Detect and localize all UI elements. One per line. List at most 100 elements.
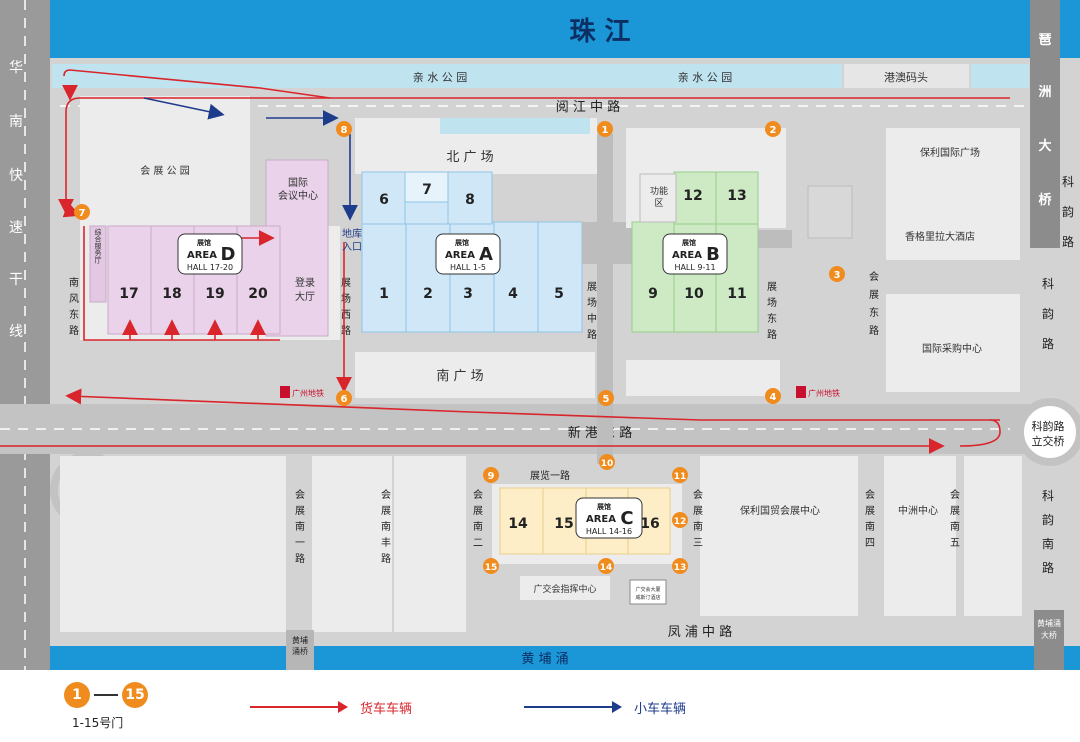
svg-text:南: 南 — [950, 520, 960, 533]
legend-gate-caption: 1-15号门 — [72, 716, 124, 730]
hall-2: 2 — [423, 286, 433, 302]
svg-text:AREA: AREA — [445, 250, 475, 261]
keyun-south-road-label: 科 韵 南 路 — [1042, 489, 1054, 575]
poly-plaza-label: 保利国际广场 — [920, 146, 980, 159]
gate-13: 13 — [672, 558, 688, 574]
hall-3: 3 — [463, 286, 473, 302]
legend-gate-start: 1 — [64, 682, 90, 708]
hall-18: 18 — [162, 286, 181, 302]
svg-text:7: 7 — [79, 208, 86, 219]
svg-text:AREA: AREA — [586, 514, 616, 525]
car-routes — [143, 97, 358, 221]
service-building-label: 综合服务厅 — [94, 228, 102, 264]
keyun-road-label: 科 韵 路 — [1042, 277, 1054, 351]
svg-text:11: 11 — [674, 472, 687, 482]
shangri-la-tower — [807, 185, 853, 239]
svg-text:展馆: 展馆 — [196, 238, 211, 247]
hall-19: 19 — [205, 286, 224, 302]
svg-text:会: 会 — [950, 488, 960, 501]
svg-text:会: 会 — [869, 270, 879, 283]
hk-macau-pier-label: 港澳码头 — [884, 71, 928, 84]
pearl-river-label: 珠 江 — [569, 17, 630, 47]
keyun-road-upper-label: 科 韵 路 — [1062, 175, 1074, 249]
svg-text:四: 四 — [865, 538, 875, 549]
gate-7: 7 — [74, 204, 90, 220]
svg-text:C: C — [620, 508, 633, 529]
hall-6: 6 — [379, 192, 389, 208]
keyun-overpass — [1016, 398, 1080, 466]
gate-10: 10 — [599, 454, 615, 470]
svg-text:科: 科 — [1042, 277, 1054, 291]
svg-text:科: 科 — [1062, 175, 1074, 189]
area-c-badge: 展馆 AREA C HALL 14-16 — [575, 497, 643, 539]
huangpuyong-bridge-west — [286, 630, 314, 670]
svg-text:东: 东 — [767, 312, 777, 325]
huizhan-south-feng-road-label: 会 展 南 丰 路 — [381, 488, 391, 565]
poly-plaza-block — [886, 128, 1020, 260]
svg-text:华: 华 — [9, 60, 23, 76]
svg-text:路: 路 — [767, 328, 777, 341]
area-a-badge: 展馆 AREA A HALL 1-5 — [435, 233, 501, 275]
huangpuyong-bridge-1-line2: 涌桥 — [292, 646, 308, 656]
legend-truck-label: 货车车辆 — [360, 702, 413, 717]
poly-world-trade-block — [700, 456, 858, 616]
nanfeng-east-road-label: 南 风 东 路 — [69, 276, 79, 337]
underground-entrance-label-1: 地库 — [342, 227, 362, 240]
legend-gate-end: 15 — [122, 682, 148, 708]
underground-entrance-label-2: 入口 — [342, 242, 362, 253]
poly-world-trade-label: 保利国贸会展中心 — [740, 504, 820, 517]
svg-text:展: 展 — [693, 505, 703, 517]
svg-text:场: 场 — [341, 292, 351, 305]
hall-10: 10 — [684, 286, 704, 302]
svg-text:B: B — [706, 244, 720, 265]
south-plaza-label: 南 广 场 — [436, 368, 483, 384]
svg-text:6: 6 — [341, 394, 348, 405]
huizhan-south-2-road-label: 会 展 南 二 — [473, 488, 483, 549]
svg-text:10: 10 — [601, 459, 614, 469]
svg-text:8: 8 — [341, 125, 348, 136]
gate-11: 11 — [672, 467, 688, 483]
svg-text:大: 大 — [1038, 138, 1051, 154]
svg-text:路: 路 — [587, 328, 597, 341]
pazhou-bridge — [1030, 0, 1060, 248]
svg-text:一: 一 — [295, 538, 305, 549]
function-zone — [639, 173, 677, 223]
svg-text:南: 南 — [473, 520, 483, 533]
gate-12: 12 — [672, 512, 688, 528]
hall-20: 20 — [248, 286, 268, 302]
svg-text:HALL 17-20: HALL 17-20 — [187, 263, 233, 272]
svg-text:丰: 丰 — [381, 536, 391, 549]
svg-text:三: 三 — [693, 538, 703, 549]
fengpu-road-label: 凤 浦 中 路 — [668, 624, 732, 640]
svg-text:AREA: AREA — [187, 250, 217, 261]
legend-truck-arrow-icon — [338, 701, 348, 713]
function-zone-label-2: 区 — [654, 198, 663, 209]
command-center-label: 广交会指挥中心 — [533, 583, 596, 595]
zhanlan-yi-road-label: 展览一路 — [530, 469, 570, 482]
svg-text:南: 南 — [295, 520, 305, 533]
svg-text:路: 路 — [1042, 560, 1054, 575]
svg-text:15: 15 — [485, 563, 498, 573]
truck-routes — [0, 69, 1010, 454]
gate-14: 14 — [598, 558, 614, 574]
svg-text:会: 会 — [693, 488, 703, 501]
legend-gate-dash — [94, 694, 118, 696]
registration-hall-label-2: 大厅 — [295, 290, 315, 303]
canton-hotel-label-2: 威斯汀酒店 — [635, 594, 660, 601]
intl-purchase-label: 国际采购中心 — [922, 342, 982, 355]
hall-4: 4 — [508, 286, 518, 302]
svg-text:五: 五 — [950, 538, 960, 549]
svg-text:展馆: 展馆 — [596, 502, 611, 511]
pearl-river — [0, 0, 1080, 58]
svg-text:风: 风 — [69, 293, 79, 305]
gate-4: 4 — [765, 388, 781, 404]
svg-text:展: 展 — [767, 281, 777, 293]
south-plaza-block — [355, 352, 595, 398]
hall-13: 13 — [727, 188, 746, 204]
hall-17: 17 — [119, 286, 138, 302]
svg-text:二: 二 — [473, 538, 483, 549]
svg-text:干: 干 — [9, 272, 23, 288]
hall-9: 9 — [648, 286, 658, 302]
svg-text:东: 东 — [69, 308, 79, 321]
svg-text:展: 展 — [295, 505, 305, 517]
